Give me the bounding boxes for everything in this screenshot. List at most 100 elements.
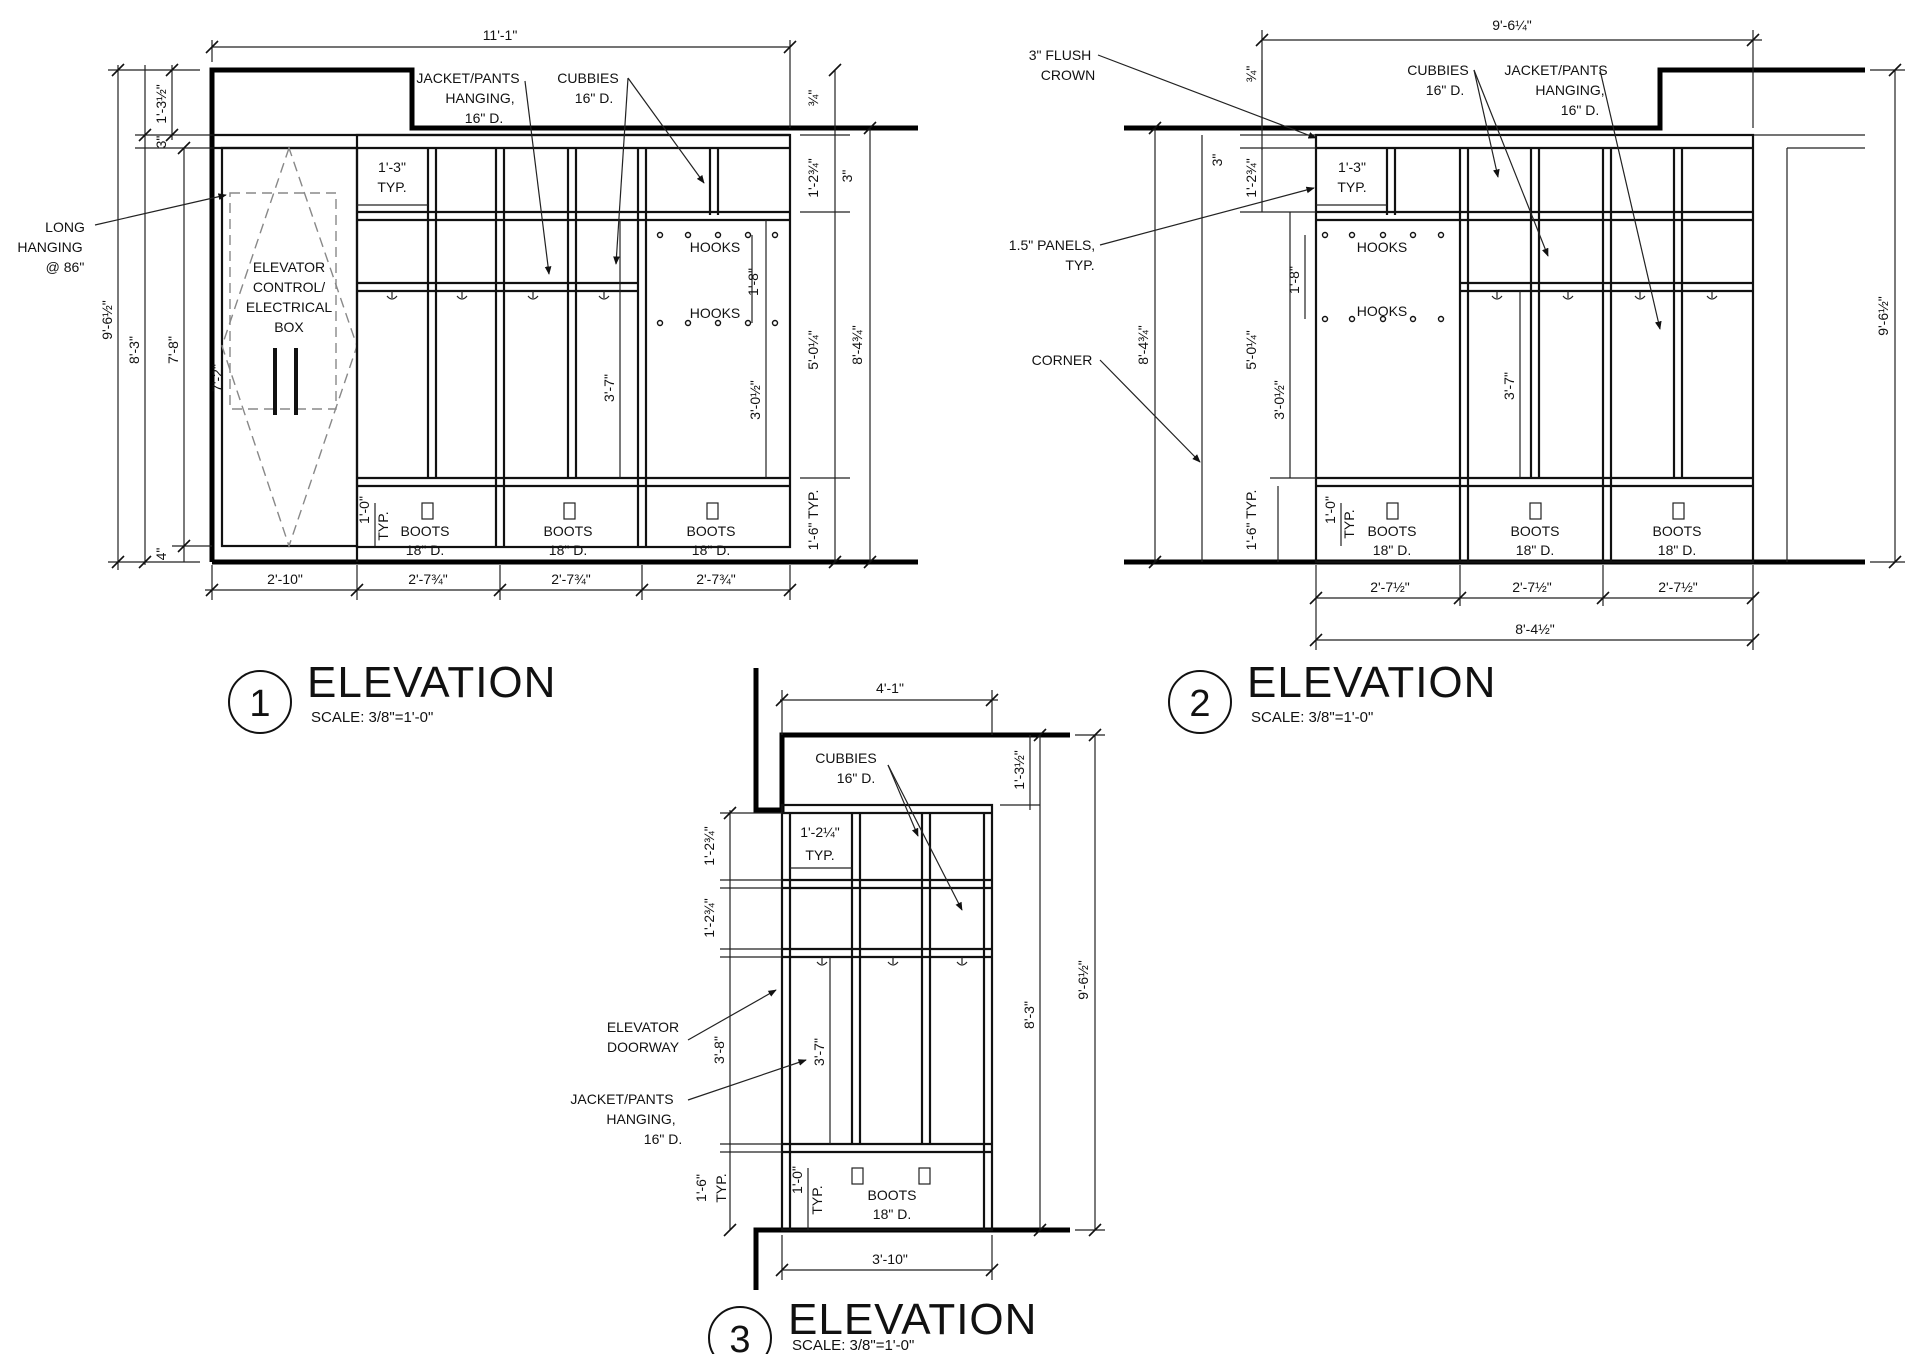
elev1-number-circle	[228, 670, 292, 734]
elev2-dim-overall-height: 9'-6½"	[1875, 296, 1891, 336]
elev1-dim-overall-height: 9'-6½"	[99, 300, 115, 340]
elev1-dim-cubby-h: 1'-2¾"	[805, 158, 821, 198]
elev2-number-circle	[1168, 670, 1232, 734]
elev2-flush-crown-2: CROWN	[1041, 67, 1095, 83]
elev1-dim-boot-1-0: 1'-0"	[356, 496, 372, 524]
elev2-cabinet	[1314, 133, 1755, 564]
elev2-dim-left-8-4: 8'-4¾"	[1135, 325, 1151, 365]
elev1-dim-door-width: 2'-10"	[267, 571, 303, 587]
elev2-hooks-lower: HOOKS	[1357, 303, 1408, 319]
elevation-3: CUBBIES 16" D. ELEVATOR DOORWAY JACKET/P…	[570, 668, 1105, 1354]
elev1-dim-hook-1-8: 1'-8"	[745, 268, 761, 296]
elev3-dim-bottom-width: 3'-10"	[872, 1251, 908, 1267]
elev1-dim-door-height: 7'-8"	[165, 336, 181, 364]
elev1-dim-bay-c: 2'-7¾"	[696, 571, 736, 587]
elev2-dim-top-step: ¾"	[1243, 66, 1259, 83]
elev2-boots-a-2: 18" D.	[1373, 542, 1411, 558]
elev1-long-hanging-3: @ 86"	[46, 259, 85, 275]
elev1-dim-bay-a: 2'-7¾"	[408, 571, 448, 587]
elev2-dim-boot-1-6: 1'-6" TYP.	[1243, 490, 1259, 551]
elev2-title: ELEVATION	[1247, 658, 1496, 707]
elev1-dim-cab-height: 8'-3"	[126, 336, 142, 364]
elev1-dim-boot-1-6: 1'-6" TYP.	[805, 490, 821, 551]
elev3-dim-cubby-a: 1'-2¾"	[701, 826, 717, 866]
elev1-boots-b-1: BOOTS	[543, 523, 592, 539]
elev1-elevator-door	[220, 146, 359, 548]
elev2-dim-typ-1-3: 1'-3"	[1338, 159, 1366, 175]
elev3-jacket-1: JACKET/PANTS	[570, 1091, 673, 1107]
elev3-dim-overall-height: 9'-6½"	[1075, 960, 1091, 1000]
elev2-dim-bay-c: 2'-7½"	[1658, 579, 1698, 595]
elev1-dim-base: 4"	[153, 548, 169, 561]
elev1-boots-c-1: BOOTS	[686, 523, 735, 539]
elev1-dim-hang-3-7: 3'-7"	[601, 374, 617, 402]
elev1-dim-right-top: ¾"	[805, 90, 821, 107]
elev1-dim-boot-typ: TYP.	[375, 511, 391, 540]
elev1-number: 1	[249, 683, 270, 725]
elev1-dim-hook-3-0: 3'-0½"	[747, 380, 763, 420]
elev2-dim-boot-1-0: 1'-0"	[1322, 496, 1338, 524]
elev2-flush-crown-1: 3" FLUSH	[1029, 47, 1092, 63]
elev2-dim-hook-1-8: 1'-8"	[1286, 266, 1302, 294]
elev1-dim-right-3: 3"	[839, 170, 855, 183]
elev2-wall-outline	[1124, 67, 1865, 131]
elev3-cubbies-2: 16" D.	[837, 770, 875, 786]
elev3-dim-boot-typ: TYP.	[809, 1185, 825, 1214]
elev1-elevator-box-4: BOX	[274, 319, 304, 335]
elev3-title: ELEVATION	[788, 1295, 1037, 1344]
elev1-jacket-label-1: JACKET/PANTS	[416, 70, 519, 86]
elev1-dim-upper-step: 1'-3½"	[153, 84, 169, 124]
elev2-dim-boot-typ: TYP.	[1341, 509, 1357, 538]
elev1-boots-a-2: 18" D.	[406, 542, 444, 558]
elev3-jacket-3: 16" D.	[644, 1131, 682, 1147]
elev1-dim-door-panel: 7'-2"	[209, 364, 225, 392]
elev2-panels-2: TYP.	[1065, 257, 1094, 273]
elev3-dim-boot-typ-left: TYP.	[713, 1173, 729, 1202]
elev2-dim-left-5-0: 5'-0¼"	[1243, 330, 1259, 370]
elev3-number: 3	[729, 1319, 750, 1354]
elev3-number-circle	[708, 1306, 772, 1354]
elev2-jacket-1: JACKET/PANTS	[1504, 62, 1607, 78]
elev1-boots-c-2: 18" D.	[692, 542, 730, 558]
elev3-dim-cab-height: 8'-3"	[1021, 1001, 1037, 1029]
elev2-hook-dots	[1321, 231, 1445, 323]
elev2-boots-b-1: BOOTS	[1510, 523, 1559, 539]
elev1-hook-dots	[656, 231, 779, 327]
elevation-2: 3" FLUSH CROWN CUBBIES 16" D. JACKET/PAN…	[1009, 17, 1905, 734]
elev1-title: ELEVATION	[307, 658, 556, 707]
elev1-dim-crown: 3"	[153, 136, 169, 149]
elev2-corner: CORNER	[1032, 352, 1093, 368]
elev1-long-hanging-1: LONG	[45, 219, 85, 235]
elev2-dim-overall-width: 9'-6¼"	[1492, 17, 1532, 33]
elev1-door-swing	[221, 145, 358, 549]
elev3-scale: SCALE: 3/8"=1'-0"	[792, 1337, 914, 1354]
elev3-dim-typ-label: TYP.	[805, 847, 834, 863]
elev2-number: 2	[1189, 683, 1210, 725]
elev3-doorway-1: ELEVATOR	[607, 1019, 679, 1035]
elev3-dim-left-3-8: 3'-8"	[711, 1036, 727, 1064]
elev3-jacket-2: HANGING,	[606, 1111, 675, 1127]
elev2-hooks-upper: HOOKS	[1357, 239, 1408, 255]
elev1-jacket-label-2: HANGING,	[445, 90, 514, 106]
elev1-dim-right-8-4: 8'-4¾"	[849, 325, 865, 365]
elev1-dim-overall-width: 11'-1"	[483, 27, 518, 43]
elev2-scale: SCALE: 3/8"=1'-0"	[1251, 709, 1373, 726]
elev3-boots-1: BOOTS	[867, 1187, 916, 1203]
elev1-dim-typ-1-3: 1'-3"	[378, 159, 406, 175]
elev2-boots-b-2: 18" D.	[1516, 542, 1554, 558]
elev3-boots-2: 18" D.	[873, 1206, 911, 1222]
elev1-elevator-box-2: CONTROL/	[253, 279, 325, 295]
elev1-scale: SCALE: 3/8"=1'-0"	[311, 709, 433, 726]
elev2-boots-c-1: BOOTS	[1652, 523, 1701, 539]
elev3-dim-boot-1-6: 1'-6"	[693, 1174, 709, 1202]
elev3-dim-cubby-b: 1'-2¾"	[701, 898, 717, 938]
elev2-cubbies-2: 16" D.	[1426, 82, 1464, 98]
elev1-cubbies-label-2: 16" D.	[575, 90, 613, 106]
elev1-jacket-label-3: 16" D.	[465, 110, 503, 126]
elev3-cabinet	[780, 803, 994, 1232]
elev3-dim-upper-step: 1'-3½"	[1011, 750, 1027, 790]
elev1-cubbies-label-1: CUBBIES	[557, 70, 618, 86]
elev2-jacket-3: 16" D.	[1561, 102, 1599, 118]
elev1-boots-b-2: 18" D.	[549, 542, 587, 558]
